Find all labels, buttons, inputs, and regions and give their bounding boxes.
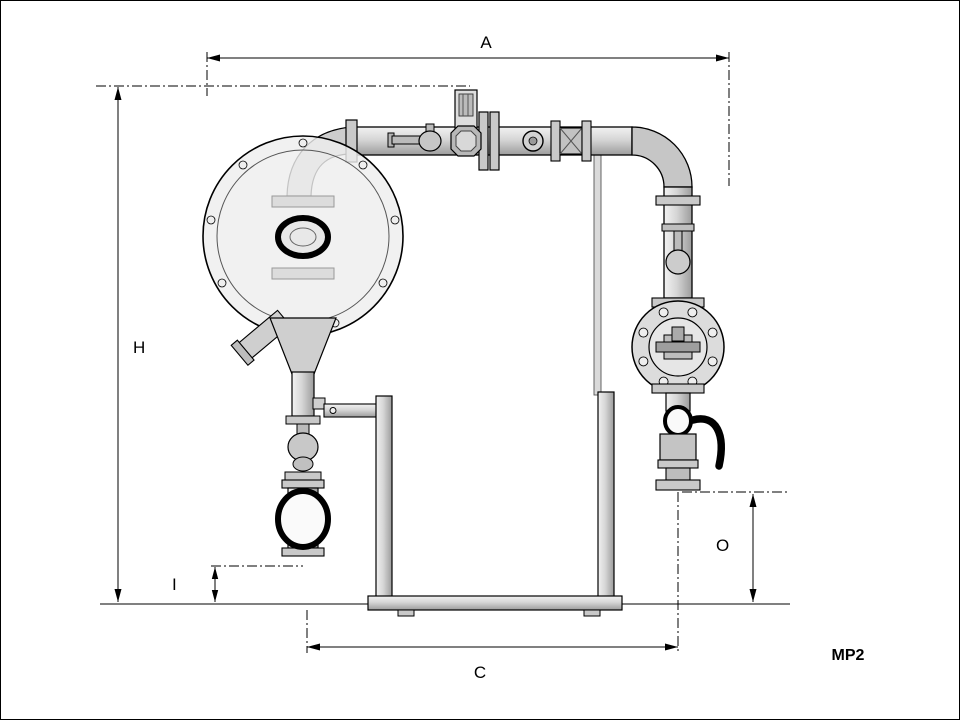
dim-a-arrow-left bbox=[207, 54, 220, 62]
tank-center-port-ring bbox=[275, 215, 331, 259]
reference-lines bbox=[96, 52, 790, 653]
dimension-o: O bbox=[716, 494, 757, 602]
elbow-bottom-flange bbox=[655, 195, 701, 206]
lever-arm bbox=[391, 135, 423, 145]
frame-right-post bbox=[597, 391, 615, 599]
left-outlet-assembly bbox=[275, 371, 331, 557]
dim-a-label: A bbox=[480, 33, 492, 52]
dimension-c: C bbox=[307, 643, 678, 682]
bolt-hole bbox=[658, 307, 669, 318]
meter-tank bbox=[202, 135, 404, 337]
model-code-label: MP2 bbox=[832, 647, 865, 664]
frame-foot-left bbox=[397, 609, 415, 617]
left-pipe-flange bbox=[285, 415, 321, 425]
pipe-side-tap bbox=[312, 397, 326, 410]
left-drop-pipe bbox=[291, 371, 315, 417]
frame-left-post bbox=[375, 395, 393, 599]
bolt-hole bbox=[358, 160, 368, 170]
dimension-a: A bbox=[207, 33, 729, 62]
dim-c-label: C bbox=[474, 663, 486, 682]
dim-o-arrow-top bbox=[749, 494, 757, 507]
flanged-valve-spindle bbox=[655, 341, 701, 353]
tank-lower-baffle bbox=[271, 267, 335, 280]
ball-valve-ball-ring bbox=[663, 405, 693, 437]
ball-valve-outlet bbox=[655, 392, 725, 491]
bracket-bolt bbox=[329, 407, 337, 414]
gate-valve-port bbox=[455, 130, 477, 152]
bolt-hole bbox=[687, 307, 698, 318]
outlet-spool bbox=[665, 467, 691, 481]
needle-valve-stem bbox=[673, 230, 683, 252]
dim-o-label: O bbox=[716, 536, 729, 555]
dim-c-arrow-right bbox=[665, 643, 678, 651]
coupling-cross-brace bbox=[559, 127, 583, 155]
bolt-hole bbox=[298, 138, 308, 148]
bolt-hole bbox=[238, 160, 248, 170]
dim-i-arrow-top bbox=[211, 567, 219, 579]
lever-valve-body bbox=[418, 130, 442, 152]
flanged-coupling bbox=[550, 120, 592, 162]
actuator-core bbox=[458, 93, 474, 117]
dim-a-arrow-right bbox=[716, 54, 729, 62]
gate-valve bbox=[450, 89, 482, 157]
dim-h-arrow-bottom bbox=[114, 589, 122, 602]
sight-glass-lens bbox=[528, 136, 538, 146]
tank-center-port-inner bbox=[289, 227, 317, 247]
header-support-rod bbox=[593, 154, 602, 396]
flanged-valve-stem bbox=[671, 326, 685, 342]
bolt-hole bbox=[638, 327, 649, 338]
dim-h-arrow-top bbox=[114, 87, 122, 100]
support-frame bbox=[323, 391, 623, 617]
frame-foot-right bbox=[583, 609, 601, 617]
dim-o-arrow-bottom bbox=[749, 589, 757, 602]
flanged-valve-bottom-flange bbox=[651, 383, 705, 394]
dim-i-label: I bbox=[172, 575, 177, 594]
spool-adapter-flange bbox=[284, 471, 322, 481]
check-valve-ring bbox=[275, 488, 331, 550]
drain-valve-seat bbox=[292, 456, 314, 472]
bolt-hole bbox=[707, 327, 718, 338]
coupling-flange-left bbox=[550, 120, 561, 162]
bolt-hole bbox=[638, 356, 649, 367]
spool-top-flange bbox=[281, 479, 325, 489]
strainer-cap-flange bbox=[230, 339, 255, 367]
dimension-i: I bbox=[172, 567, 219, 602]
frame-base-plate bbox=[367, 595, 623, 611]
outlet-flange-lower bbox=[655, 479, 701, 491]
bolt-hole bbox=[217, 278, 227, 288]
coupling-flange-right bbox=[581, 120, 592, 162]
ball-valve-lever-handle bbox=[689, 415, 725, 470]
flanged-valve bbox=[631, 297, 725, 394]
header-center-flange-right bbox=[489, 111, 500, 171]
outlet-flange-upper bbox=[657, 459, 699, 469]
dim-h-label: H bbox=[133, 338, 145, 357]
lever-valve bbox=[387, 123, 442, 152]
needle-valve bbox=[661, 223, 695, 275]
dim-i-arrow-bottom bbox=[211, 590, 219, 602]
bolt-hole bbox=[206, 215, 216, 225]
bolt-hole bbox=[378, 278, 388, 288]
dimension-h: H bbox=[114, 87, 145, 602]
sight-glass bbox=[522, 130, 544, 152]
needle-valve-handle bbox=[661, 223, 695, 232]
tank-upper-baffle bbox=[271, 195, 335, 208]
dim-c-arrow-left bbox=[307, 643, 320, 651]
bolt-hole bbox=[390, 215, 400, 225]
ball-valve-body bbox=[659, 433, 697, 461]
bolt-hole bbox=[707, 356, 718, 367]
needle-valve-body bbox=[665, 249, 691, 275]
